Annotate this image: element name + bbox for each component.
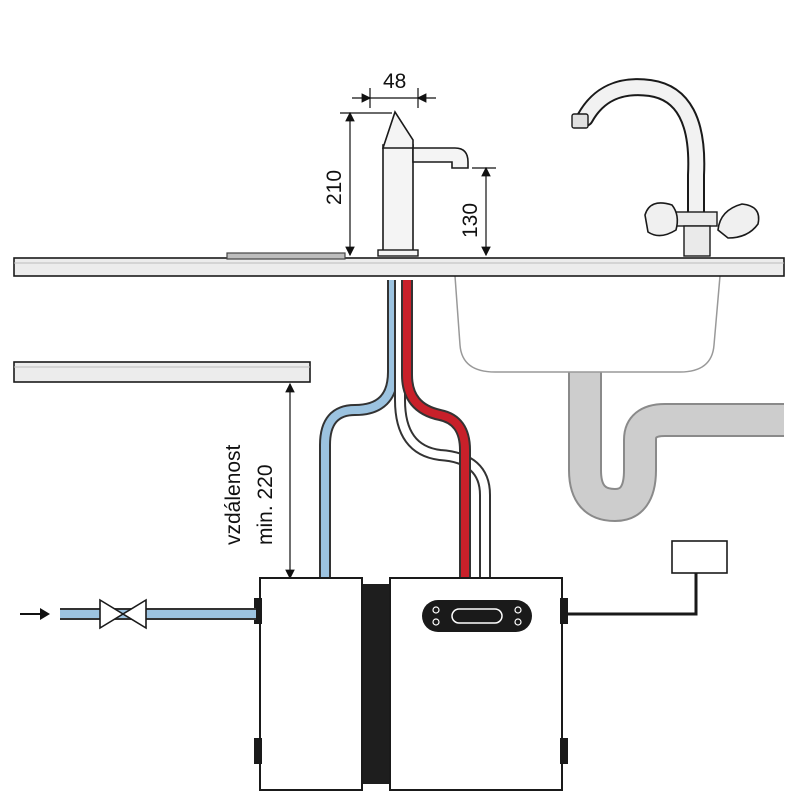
heater-display-panel (422, 600, 532, 632)
countertop (13, 252, 785, 277)
water-heater-unit (254, 577, 568, 791)
dimension-130-label: 130 (459, 203, 482, 238)
point-of-use-faucet (377, 110, 469, 257)
shutoff-valve-icon (99, 598, 147, 630)
dimension-210-label: 210 (323, 170, 346, 205)
hot-pipe (401, 280, 471, 578)
dimension-48-label: 48 (383, 70, 406, 93)
distance-word-label: vzdálenost (222, 444, 245, 545)
flow-arrow-icon (20, 608, 50, 620)
return-pipe (394, 280, 491, 578)
dimension-210: 210 (323, 111, 392, 257)
cold-pipe (319, 280, 399, 578)
sink-bowl (454, 275, 721, 373)
cabinet-shelf (13, 361, 311, 383)
distance-value-label: min. 220 (254, 464, 277, 545)
heater-connector-block (360, 584, 394, 784)
power-cable (568, 572, 698, 616)
mixer-tap-icon (571, 78, 760, 257)
drain-trap-icon (568, 370, 784, 522)
dimension-min-220: vzdálenost min. 220 (222, 382, 295, 580)
dimension-130: 130 (459, 166, 496, 257)
countertop-cutout (226, 252, 346, 260)
dimension-48: 48 (352, 70, 436, 108)
control-panel-icon (671, 540, 728, 574)
heater-right-housing (389, 577, 563, 791)
heater-left-housing (259, 577, 363, 791)
